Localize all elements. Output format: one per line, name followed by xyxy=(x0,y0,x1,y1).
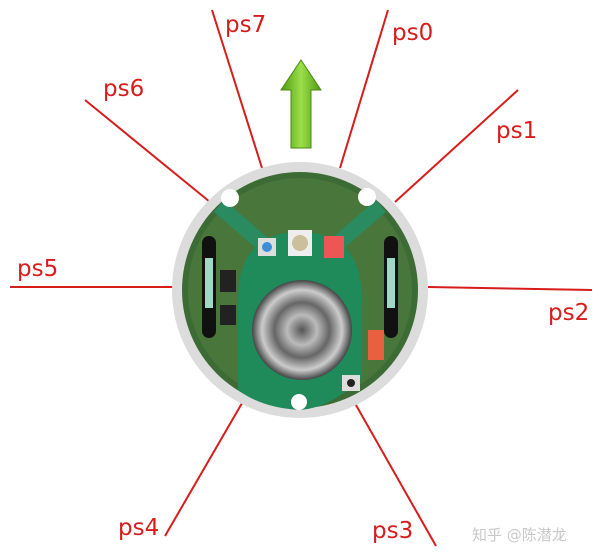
ray-ps4 xyxy=(164,397,246,537)
watermark: 知乎 @陈潜龙 xyxy=(472,526,567,544)
label-ps2: ps2 xyxy=(548,300,589,326)
label-ps4: ps4 xyxy=(118,515,159,541)
ray-ps3 xyxy=(351,397,437,547)
ray-ps2 xyxy=(427,286,593,291)
label-ps6: ps6 xyxy=(103,76,144,102)
label-ps5: ps5 xyxy=(17,256,58,282)
label-ps0: ps0 xyxy=(392,20,433,46)
label-ps7: ps7 xyxy=(225,12,266,38)
ray-ps0 xyxy=(339,9,389,169)
label-ps3: ps3 xyxy=(372,518,413,544)
epuck-robot xyxy=(172,162,428,418)
ray-ps1 xyxy=(394,89,519,203)
ray-ps7 xyxy=(211,9,263,169)
ray-ps6 xyxy=(84,99,211,203)
forward-arrow-icon xyxy=(280,59,322,149)
label-ps1: ps1 xyxy=(496,118,537,144)
